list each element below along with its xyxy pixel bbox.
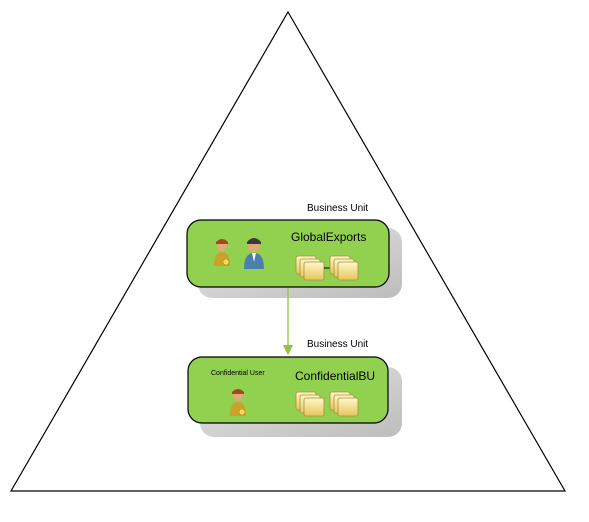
user-icon bbox=[244, 238, 264, 269]
folder-icon bbox=[295, 255, 325, 281]
folder-icon bbox=[329, 255, 359, 281]
user-icon bbox=[230, 389, 246, 416]
bu-caption: Business Unit bbox=[307, 339, 369, 350]
folder-icon bbox=[295, 391, 325, 417]
bu-name: ConfidentialBU bbox=[295, 369, 376, 383]
business-unit-globalexports bbox=[186, 219, 402, 298]
user-label: Confidential User bbox=[211, 370, 265, 377]
business-unit-confidentialbu bbox=[187, 356, 402, 437]
bu-caption: Business Unit bbox=[307, 203, 369, 214]
folder-icon bbox=[329, 391, 359, 417]
bu-name: GlobalExports bbox=[291, 230, 367, 244]
user-icon bbox=[214, 239, 230, 266]
